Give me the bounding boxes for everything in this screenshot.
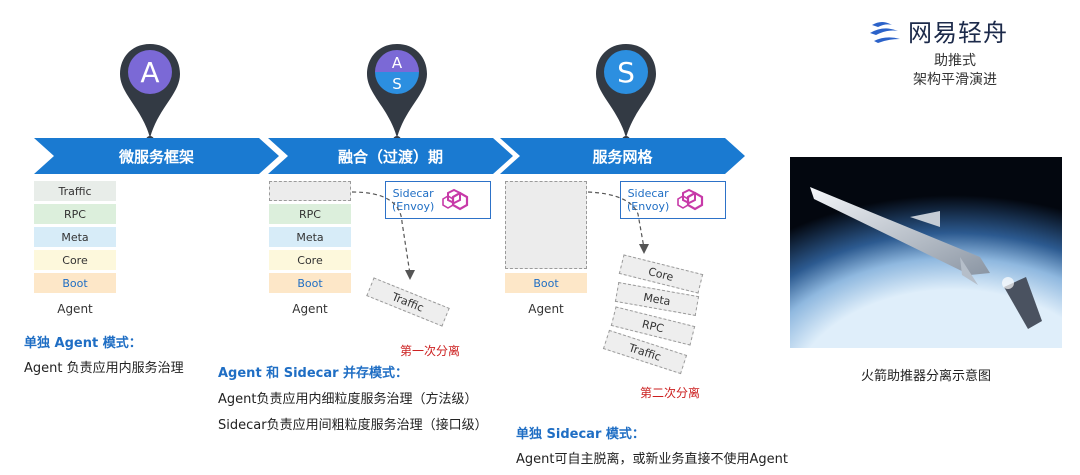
stack1-mode-title: 单独 Agent 模式：: [24, 336, 142, 351]
stack2-boot: Boot: [269, 273, 351, 293]
stack1-desc: Agent 负责应用内服务治理: [24, 361, 184, 376]
stack1-traffic: Traffic: [34, 181, 116, 201]
stage-label-3: 服务网格: [592, 147, 653, 166]
stage-arrow-3: 服务网格: [500, 138, 745, 174]
stage-label-1: 微服务框架: [118, 147, 194, 166]
rocket-image-caption: 火箭助推器分离示意图: [860, 369, 991, 384]
stage-arrow-2: 融合（过渡）期: [268, 138, 513, 174]
stack3-empty-slot: [505, 181, 587, 269]
pin-as-top-letter: A: [392, 54, 403, 72]
brand-tagline: 助推式 架构平滑演进: [880, 52, 1030, 90]
stack3-mode-title: 单独 Sidecar 模式：: [516, 427, 645, 442]
stack3-boot: Boot: [505, 273, 587, 293]
stack2-sidecar-text: Sidecar (Envoy): [392, 187, 434, 213]
stack1-agent-label: Agent: [57, 302, 93, 316]
stack1-meta: Meta: [34, 227, 116, 247]
second-separation-label: 第二次分离: [640, 386, 701, 400]
envoy-logo-icon: [677, 188, 704, 211]
stack2-meta: Meta: [269, 227, 351, 247]
stack3-detach-arrow: [587, 191, 649, 254]
stack3-desc: Agent可自主脱离，或新业务直接不使用Agent: [516, 452, 788, 467]
tagline-line-1: 助推式: [934, 53, 976, 69]
stack2-sidecar-box: Sidecar (Envoy): [385, 181, 491, 219]
first-separation-label: 第一次分离: [400, 344, 461, 358]
stack1-core: Core: [34, 250, 116, 270]
stack2-rpc: RPC: [269, 204, 351, 224]
stage-label-2: 融合（过渡）期: [337, 147, 443, 166]
stage-arrow-1: 微服务框架: [34, 138, 279, 174]
stack1-boot: Boot: [34, 273, 116, 293]
stack2-detach-arrow: [351, 191, 415, 280]
stack2-sidecar-line1: Sidecar: [392, 187, 434, 200]
tagline-line-2: 架构平滑演进: [913, 72, 997, 88]
stack2-sidecar-line2: (Envoy): [392, 200, 435, 213]
pin-s-icon: S: [596, 44, 656, 144]
stack2-empty-slot: [269, 181, 351, 201]
rocket-separation-image: [790, 157, 1062, 348]
stack3-sidecar-line2: (Envoy): [627, 200, 670, 213]
stack2-desc2: Sidecar负责应用间粗粒度服务治理（接口级）: [218, 418, 488, 433]
envoy-logo-icon: [442, 188, 469, 211]
stack2-agent-label: Agent: [292, 302, 328, 316]
stack2-mode-title: Agent 和 Sidecar 并存模式：: [218, 366, 409, 381]
stack3-sidecar-line1: Sidecar: [627, 187, 669, 200]
stack3-agent-label: Agent: [528, 302, 564, 316]
pin-s-letter: S: [617, 56, 635, 89]
pin-a-letter: A: [140, 56, 159, 89]
stack1-rpc: RPC: [34, 204, 116, 224]
stack2-core: Core: [269, 250, 351, 270]
stack2-desc1: Agent负责应用内细粒度服务治理（方法级）: [218, 392, 478, 407]
pin-a-icon: A: [120, 44, 180, 144]
brand-name: 网易轻舟: [908, 18, 1008, 47]
pin-as-icon: A S: [367, 44, 427, 144]
boat-logo-icon: [870, 22, 900, 43]
brand-logo: 网易轻舟: [868, 12, 1038, 48]
pin-as-bottom-letter: S: [392, 75, 402, 93]
stack3-sidecar-text: Sidecar (Envoy): [627, 187, 669, 213]
